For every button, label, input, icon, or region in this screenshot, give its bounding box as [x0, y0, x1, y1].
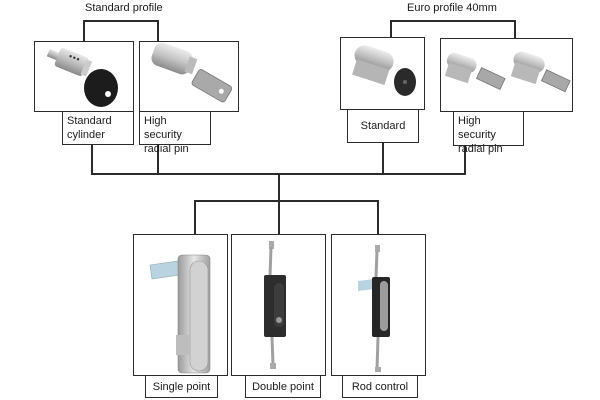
cylinder-label-line1: Standard: [67, 115, 112, 127]
cylinder-label-line1: High security: [458, 115, 496, 141]
lock-label: Double point: [252, 380, 314, 393]
cylinder-with-black-key-icon: [46, 47, 118, 107]
radial-pin-cylinder-key-icon: [151, 42, 233, 103]
cylinder-label-box: High security radial pin: [139, 111, 211, 155]
single-point-swinghandle-icon: [149, 254, 211, 374]
cylinder-label-box: Standard cylinder: [62, 111, 134, 145]
lock-image-box: [133, 234, 228, 376]
rod-control-swinghandle-icon: [358, 245, 390, 372]
euro-radial-pin-cylinders-icon: [444, 51, 571, 93]
group-title-euro-profile: Euro profile 40mm: [407, 2, 497, 14]
lock-label-box: Rod control: [342, 375, 418, 398]
double-point-swinghandle-icon: [264, 241, 286, 369]
cylinder-image-box: [340, 37, 425, 110]
euro-cylinder-black-key-icon: [352, 45, 416, 96]
cylinder-image-box: [139, 41, 239, 112]
cylinder-label-box: High security radial pin: [453, 111, 524, 155]
cylinder-label-line1: Standard: [360, 120, 406, 132]
lock-image-box: [331, 234, 426, 376]
lock-image-box: [231, 234, 326, 376]
cylinder-image-box: [34, 41, 134, 112]
cylinder-label-box: Standard: [347, 109, 419, 143]
lock-label-box: Single point: [145, 375, 218, 398]
lock-label-box: Double point: [245, 375, 321, 398]
cylinder-label-line2: radial pin: [458, 143, 503, 155]
cylinder-label-line2: cylinder: [67, 129, 105, 141]
cylinder-image-box: [440, 38, 573, 112]
cylinder-label-line2: radial pin: [144, 143, 189, 155]
cylinder-label-line1: High security: [144, 115, 182, 141]
lock-label: Rod control: [351, 380, 409, 393]
lock-label: Single point: [152, 380, 211, 393]
group-title-standard-profile: Standard profile: [85, 2, 163, 14]
